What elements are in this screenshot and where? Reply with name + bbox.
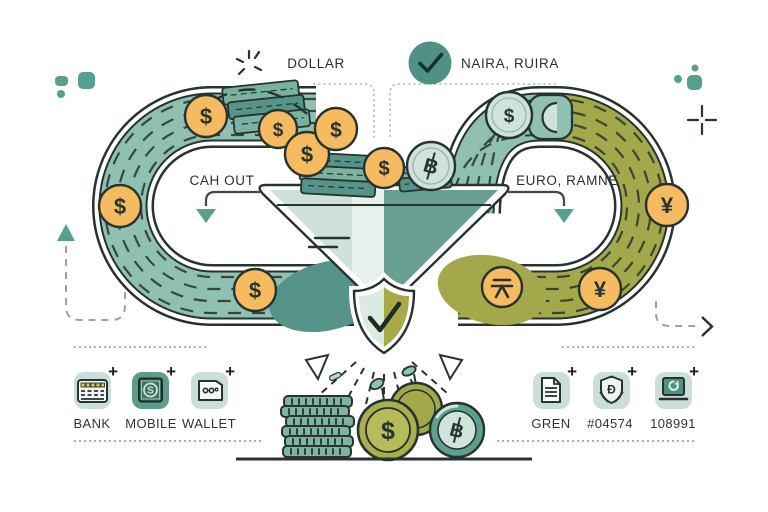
down-arrow-icon — [554, 209, 574, 223]
sparkle-icon — [235, 49, 263, 76]
svg-text:B: B — [421, 154, 441, 179]
plus-icon: + — [225, 362, 235, 381]
spark-arrow-left-icon — [304, 353, 330, 382]
euro-label: EURO, RAMNE — [516, 173, 618, 188]
coin-dollar-inflow-2: $ — [283, 130, 331, 178]
svg-text:$: $ — [273, 120, 284, 141]
top-right-deco-dots — [674, 64, 702, 90]
plus-icon: + — [567, 362, 577, 381]
coin-dollar-left-mid: $ — [97, 183, 143, 229]
svg-text:$: $ — [249, 278, 261, 303]
cash-out-label: CAH OUT — [189, 173, 255, 188]
plus-icon: + — [689, 362, 699, 381]
coin-tenge — [480, 265, 524, 309]
wallet-icon — [198, 380, 223, 401]
shield-code-label: #04574 — [587, 416, 633, 431]
check-icon — [418, 52, 444, 73]
svg-text:B: B — [447, 420, 465, 444]
coin-dollar-inflow-1: $ — [257, 108, 299, 150]
checkmark-icon — [367, 301, 402, 333]
document-icon — [541, 377, 561, 403]
dollar-label: DOLLAR — [287, 56, 345, 71]
coin-roller — [527, 93, 574, 141]
crosshair-icon — [686, 104, 718, 136]
svg-text:$: $ — [114, 194, 126, 219]
wallet-label: WALLET — [182, 416, 236, 431]
svg-text:$: $ — [504, 106, 515, 127]
coin-yen-right-mid: ¥ — [644, 182, 690, 228]
teal-crypto-coin: B — [428, 401, 486, 459]
bank-tile[interactable]: + — [74, 362, 118, 409]
wallet-tile[interactable]: + — [191, 362, 235, 409]
right-arrow-icon — [701, 316, 714, 337]
laptop-tile[interactable]: + — [655, 362, 699, 409]
check-badge — [408, 41, 452, 85]
naira-label: NAIRA, RUIRA — [461, 56, 559, 71]
laptop-sync-icon — [658, 377, 689, 401]
olive-coin-front: $ — [356, 398, 420, 462]
svg-text:¥: ¥ — [661, 193, 674, 218]
bank-label: BANK — [73, 416, 111, 431]
laptop-label: 108991 — [650, 416, 696, 431]
plus-icon: + — [108, 362, 118, 381]
dashed-guides — [65, 83, 714, 442]
motion-dash-arc — [211, 88, 315, 121]
svg-text:¥: ¥ — [594, 277, 607, 302]
coin-dollar-inflow-3: $ — [313, 106, 359, 152]
coin-dollar-left-top: $ — [183, 93, 229, 139]
coin-teal-dollar: $ — [484, 90, 534, 140]
spark-arrow-right-icon — [438, 353, 464, 382]
svg-text:$: $ — [381, 417, 395, 445]
svg-text:$: $ — [301, 142, 313, 167]
shield-currency-icon: Đ — [599, 375, 624, 404]
cash-out-connector — [196, 190, 260, 223]
coin-crypto-inflow: B — [405, 140, 457, 192]
shield-code-tile[interactable]: Đ + — [593, 362, 637, 409]
gren-tile[interactable]: + — [533, 362, 577, 409]
down-arrow-icon — [196, 209, 216, 223]
coin-yen-right-bottom: ¥ — [577, 266, 623, 312]
svg-text:$: $ — [378, 158, 389, 180]
coin-dollar-left-bottom: $ — [232, 267, 278, 313]
svg-text:Đ: Đ — [607, 383, 616, 397]
mobile-label: MOBILE — [125, 416, 177, 431]
tenge-symbol — [490, 278, 514, 299]
bank-card-icon — [77, 379, 108, 403]
mobile-tile[interactable]: S + — [132, 362, 176, 409]
coin-dollar-inflow-4: $ — [362, 146, 406, 190]
up-arrow-icon — [57, 224, 75, 241]
coin-chip-stack — [280, 395, 355, 458]
confetti-piece — [328, 371, 342, 382]
plus-icon: + — [166, 362, 176, 381]
svg-text:S: S — [147, 386, 154, 397]
mobile-exchange-icon: S — [138, 377, 163, 403]
euro-connector — [508, 190, 574, 223]
plus-icon: + — [627, 362, 637, 381]
gren-label: GREN — [531, 416, 571, 431]
svg-text:$: $ — [200, 104, 212, 129]
shield-check — [348, 271, 420, 359]
svg-text:$: $ — [330, 119, 342, 142]
top-left-deco-dots — [55, 72, 95, 98]
